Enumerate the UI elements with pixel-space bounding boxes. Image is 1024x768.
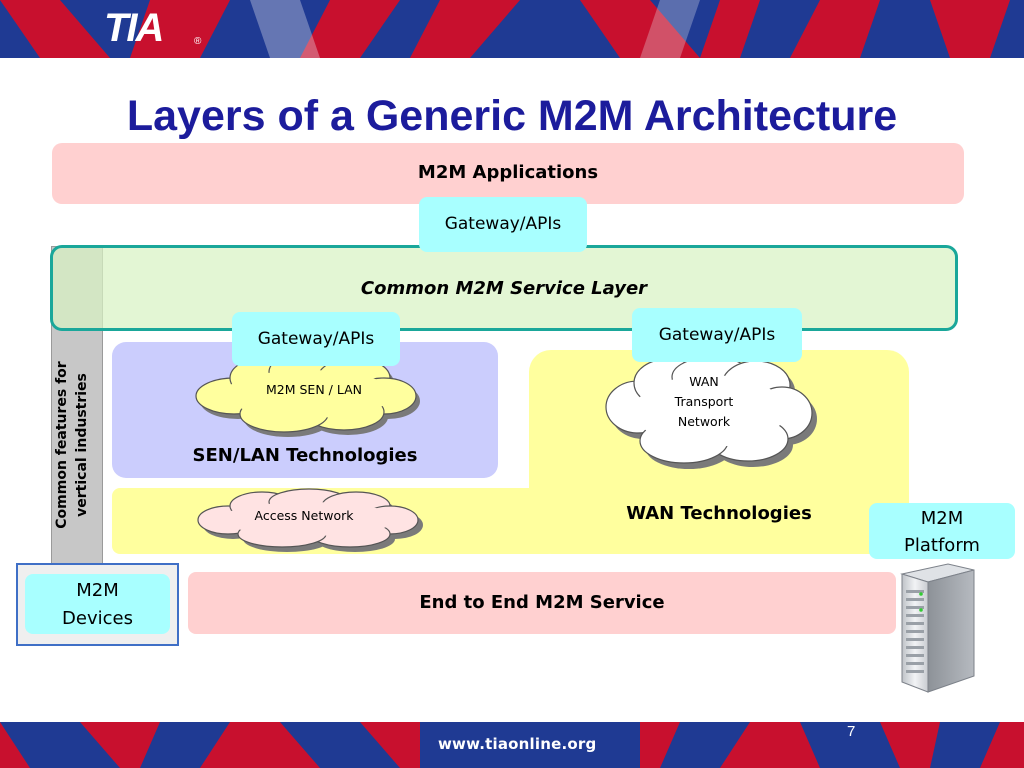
end-to-end-service-label: End to End M2M Service [419, 592, 665, 613]
wan-cloud-icon [605, 356, 817, 469]
sen-lan-technologies-label: SEN/LAN Technologies [192, 445, 418, 466]
gateway-apis-wan: Gateway/APIs [632, 308, 802, 362]
common-service-layer-label: Common M2M Service Layer [360, 278, 648, 299]
logo-registered-mark: ® [194, 36, 202, 47]
page-number: 7 [847, 723, 856, 740]
logo-text: TIA [104, 6, 164, 50]
m2m-applications-layer [52, 143, 964, 204]
m2m-platform-box: M2M Platform [869, 503, 1015, 559]
wan-cloud-line-2: Transport [674, 394, 734, 409]
end-to-end-service-layer [188, 572, 896, 634]
wan-technologies-label: WAN Technologies [626, 503, 812, 524]
server-icon [900, 563, 975, 693]
footer-band [0, 722, 1024, 768]
access-network-cloud-icon [197, 488, 423, 552]
m2m-devices-line-1: M2M [76, 580, 119, 601]
sen-lan-cloud-label: M2M SEN / LAN [266, 382, 362, 397]
vertical-features-line-2: vertical industries [74, 373, 90, 517]
wan-cloud-label: WAN Transport Network [644, 372, 764, 432]
sen-lan-cloud-icon [195, 351, 420, 437]
m2m-applications-label: M2M Applications [417, 162, 599, 183]
vertical-features-line-1: Common features for [54, 361, 70, 529]
access-network-cloud-label: Access Network [254, 508, 354, 523]
gateway-apis-top: Gateway/APIs [419, 197, 587, 252]
header-band [0, 0, 1024, 58]
vertical-features-label: Common features for vertical industries [52, 315, 102, 575]
slide-title: Layers of a Generic M2M Architecture [126, 92, 898, 140]
gateway-apis-sen: Gateway/APIs [232, 312, 400, 366]
m2m-platform-line-1: M2M [920, 508, 964, 529]
wan-cloud-line-3: Network [677, 414, 731, 429]
tia-logo: TIA ® [98, 6, 208, 50]
footer-url: www.tiaonline.org [438, 735, 597, 753]
m2m-platform-line-2: Platform [904, 535, 980, 556]
m2m-devices-line-2: Devices [62, 608, 133, 629]
m2m-devices-box: M2M Devices [25, 574, 170, 634]
wan-cloud-line-1: WAN [689, 374, 719, 389]
